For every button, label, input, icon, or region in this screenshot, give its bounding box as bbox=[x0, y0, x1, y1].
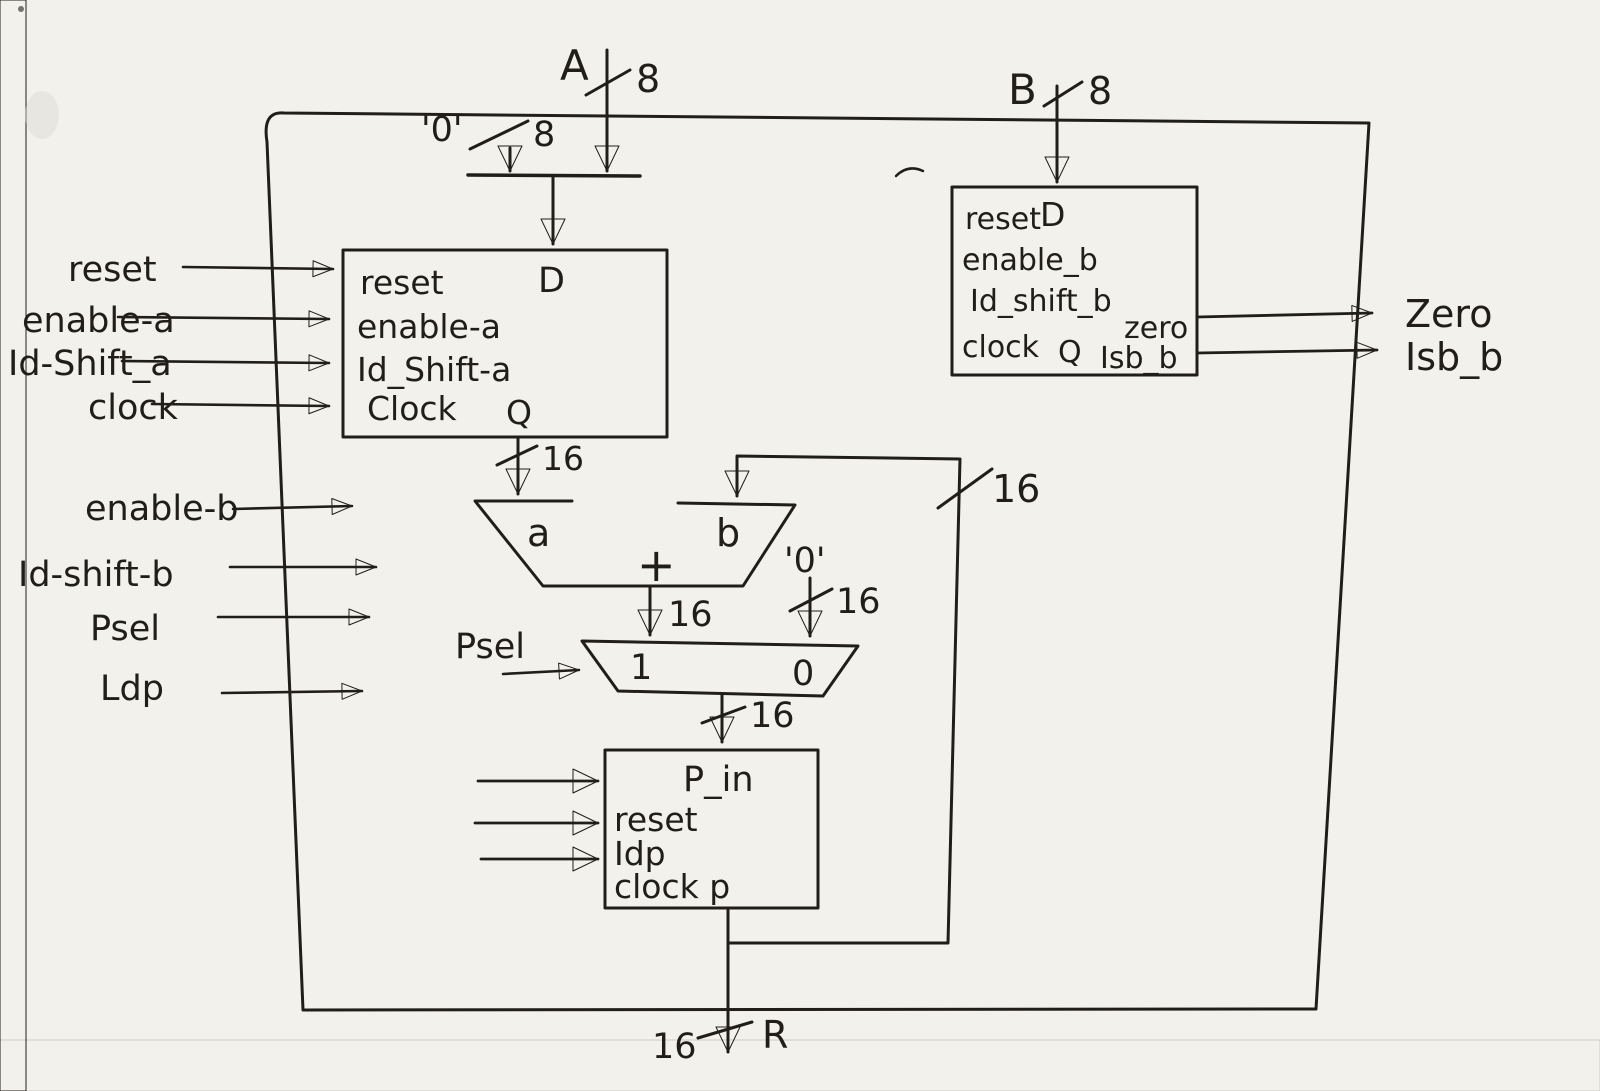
bus-width-r: 16 bbox=[652, 1027, 697, 1067]
bus-width-b: 8 bbox=[1088, 69, 1112, 113]
feedback-loop: 16 bbox=[724, 454, 1040, 945]
label-clock: clock bbox=[88, 388, 179, 428]
wire-psel-mux bbox=[501, 662, 581, 680]
wire-ldp bbox=[220, 682, 364, 700]
input-b-label: B bbox=[1008, 65, 1037, 114]
wire-clock bbox=[150, 397, 331, 415]
bus-width-sum: 16 bbox=[668, 595, 713, 635]
label-ldp: Ldp bbox=[100, 669, 164, 709]
adder: a b + bbox=[473, 499, 797, 592]
bus-slash-feedback bbox=[936, 467, 994, 510]
constant-zero-top: '0' 8 bbox=[421, 110, 555, 173]
wire-zero-out bbox=[1195, 304, 1374, 322]
bus-slash-b bbox=[1042, 80, 1084, 108]
register-p-clock-label: clock p bbox=[614, 867, 730, 906]
bus-slash-rega-out bbox=[495, 444, 539, 467]
register-p-ldp-label: Idp bbox=[614, 834, 666, 873]
register-a-clock-label: Clock bbox=[367, 389, 458, 428]
register-b-isb-port: Isb_b bbox=[1100, 341, 1178, 376]
wire-rega-to-adder: 16 bbox=[495, 435, 584, 496]
outer-enclosure-box bbox=[264, 111, 1371, 1012]
constant-zero-mux-label: '0' bbox=[784, 541, 826, 581]
constant-zero-top-label: '0' bbox=[421, 110, 463, 150]
bus-width-rega-out: 16 bbox=[542, 439, 584, 478]
wire-enable-b bbox=[231, 498, 354, 516]
bus-width-mux-out: 16 bbox=[750, 696, 795, 736]
register-a-reset-label: reset bbox=[360, 263, 444, 302]
output-zero-label: Zero bbox=[1405, 292, 1492, 336]
adder-input-a-label: a bbox=[527, 511, 550, 555]
input-b: B 8 bbox=[1008, 65, 1112, 184]
register-b-q-port: Q bbox=[1058, 335, 1082, 370]
bus-width-zero-top: 8 bbox=[533, 115, 555, 155]
wire-reset bbox=[181, 260, 335, 278]
register-a-control-inputs: reset enable-a Id-Shift_a clock bbox=[8, 250, 335, 428]
register-a: reset D enable-a Id_Shift-a Clock Q bbox=[341, 248, 669, 439]
wire-id-shift-a bbox=[120, 354, 331, 372]
lower-control-inputs: enable-b Id-shift-b Psel Ldp bbox=[18, 489, 378, 709]
wire-mux-to-regp: 16 bbox=[700, 693, 795, 744]
register-b: reset D enable_b Id_shift_b zero clock Q… bbox=[950, 185, 1199, 377]
adder-plus-sign: + bbox=[637, 538, 676, 592]
register-p-reset-label: reset bbox=[614, 800, 698, 839]
bus-width-feedback: 16 bbox=[992, 467, 1040, 511]
register-b-d-port: D bbox=[1040, 195, 1065, 234]
register-b-box bbox=[950, 185, 1199, 377]
output-r: 16 R bbox=[652, 906, 788, 1067]
register-b-clock-label: clock bbox=[962, 330, 1040, 365]
wire-isb-out bbox=[1195, 341, 1379, 359]
bus-slash-mux-out bbox=[700, 705, 747, 725]
mux-input-0-label: 0 bbox=[792, 654, 814, 694]
bus-width-a: 8 bbox=[636, 57, 660, 101]
register-b-enable-label: enable_b bbox=[962, 243, 1098, 278]
register-p-box bbox=[603, 748, 820, 910]
mux: 1 0 Psel bbox=[455, 627, 860, 698]
label-reset: reset bbox=[68, 250, 157, 290]
input-a-label: A bbox=[560, 41, 589, 90]
register-a-shift-label: Id_Shift-a bbox=[357, 350, 511, 389]
wire-feedback bbox=[724, 454, 962, 945]
output-isb-label: Isb_b bbox=[1405, 335, 1503, 379]
mux-body bbox=[580, 639, 860, 698]
register-p-pin-port: P_in bbox=[683, 760, 754, 800]
bus-slash-zero-mux bbox=[788, 587, 834, 613]
register-a-d-port: D bbox=[538, 261, 565, 301]
constant-zero-mux: '0' 16 bbox=[784, 541, 881, 638]
concat-bar bbox=[466, 173, 642, 246]
register-a-box bbox=[341, 248, 669, 439]
bus-width-zero-mux: 16 bbox=[836, 582, 881, 622]
mux-input-1-label: 1 bbox=[630, 648, 652, 688]
register-p: P_in reset Idp clock p bbox=[473, 748, 820, 910]
scan-shadow bbox=[0, 1039, 1600, 1091]
label-enable-b: enable-b bbox=[85, 489, 238, 529]
wire-enable-a bbox=[116, 310, 331, 328]
register-b-shift-label: Id_shift_b bbox=[970, 284, 1112, 319]
mux-psel-label: Psel bbox=[455, 627, 525, 667]
adder-body bbox=[473, 499, 797, 588]
paper-edge bbox=[0, 0, 27, 1091]
register-b-outputs: Zero Isb_b bbox=[1195, 292, 1503, 379]
register-a-enable-label: enable-a bbox=[357, 307, 501, 346]
bus-slash-r bbox=[696, 1020, 754, 1040]
output-r-label: R bbox=[762, 1013, 788, 1057]
register-b-reset-label: reset bbox=[965, 202, 1041, 237]
register-a-q-port: Q bbox=[506, 393, 532, 432]
label-psel: Psel bbox=[90, 609, 160, 649]
bus-slash-zero-top bbox=[468, 119, 530, 151]
stray-pen-mark bbox=[894, 167, 925, 178]
label-enable-a: enable-a bbox=[22, 301, 175, 341]
input-a: A 8 bbox=[560, 41, 660, 173]
wire-adder-to-mux: 16 bbox=[637, 584, 713, 637]
register-b-zero-port: zero bbox=[1124, 311, 1188, 346]
label-id-shift-a: Id-Shift_a bbox=[8, 344, 172, 384]
ink-speck bbox=[18, 6, 24, 12]
pencil-smudge bbox=[25, 91, 59, 139]
adder-input-b-label: b bbox=[716, 511, 740, 555]
label-id-shift-b: Id-shift-b bbox=[18, 555, 174, 595]
